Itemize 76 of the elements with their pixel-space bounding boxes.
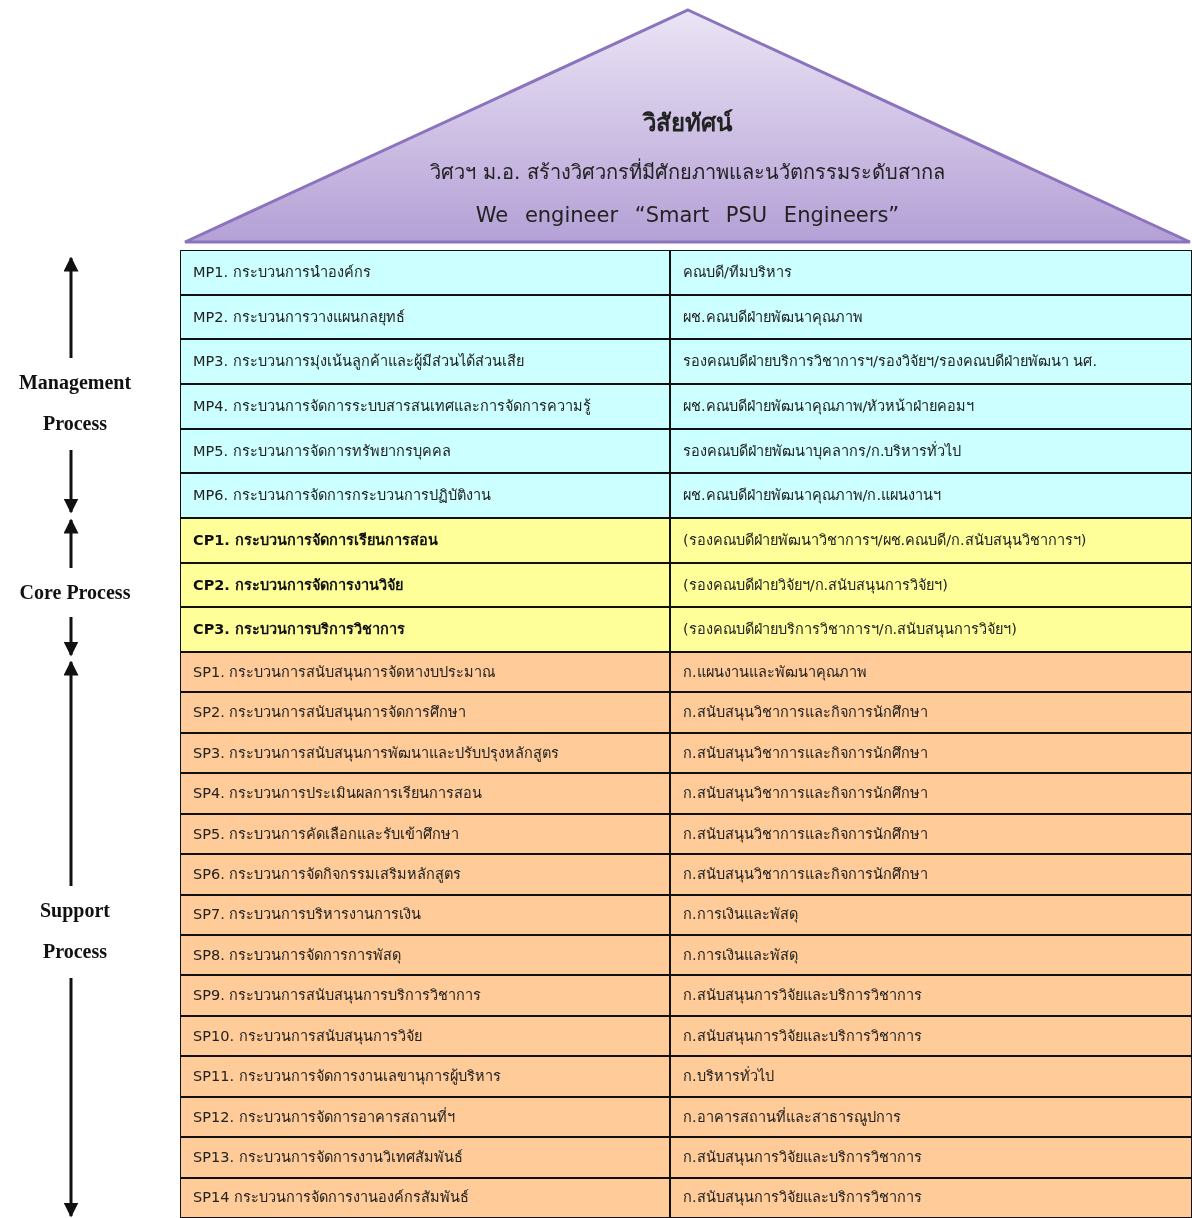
- vision-heading: วิสัยทัศน์: [641, 108, 734, 139]
- owner-cell: ก.สนับสนุนวิชาการและกิจการนักศึกษา: [670, 692, 1192, 733]
- table-row: [180, 975, 1192, 1016]
- process-group-label: Core Process: [18, 580, 132, 605]
- process-cell: SP7. กระบวนการบริหารงานการเงิน: [180, 894, 670, 935]
- process-cell: MP2. กระบวนการวางแผนกลยุทธ์: [180, 294, 670, 340]
- process-cell: CP3. กระบวนการบริการวิชาการ: [180, 607, 670, 652]
- owner-cell: ก.การเงินและพัสดุ: [670, 894, 1192, 935]
- table-row: [180, 607, 1192, 652]
- table-row: [180, 652, 1192, 693]
- process-cell: SP1. กระบวนการสนับสนุนการจัดหางบประมาณ: [180, 652, 670, 693]
- process-cell: MP5. กระบวนการจัดการทรัพยากรบุคคล: [180, 428, 670, 474]
- table-row: [180, 1137, 1192, 1178]
- process-cell: SP13. กระบวนการจัดการงานวิเทศสัมพันธ์: [180, 1137, 670, 1178]
- process-cell: SP4. กระบวนการประเมินผลการเรียนการสอน: [180, 773, 670, 814]
- process-cell: SP8. กระบวนการจัดการการพัสดุ: [180, 935, 670, 976]
- table-row: [180, 339, 1192, 384]
- process-cell: SP5. กระบวนการคัดเลือกและรับเข้าศึกษา: [180, 813, 670, 855]
- process-cell: MP6. กระบวนการจัดการกระบวนการปฏิบัติงาน: [180, 473, 670, 518]
- owner-cell: (รองคณบดีฝ่ายพัฒนาวิชาการฯ/ผช.คณบดี/ก.สนับสนุนวิชาการฯ): [670, 518, 1192, 563]
- owner-cell: ก.สนับสนุนวิชาการและกิจการนักศึกษา: [670, 732, 1192, 774]
- owner-cell: ก.การเงินและพัสดุ: [670, 935, 1192, 976]
- table-row: [180, 428, 1192, 474]
- owner-cell: ผช.คณบดีฝ่ายพัฒนาคุณภาพ: [670, 294, 1192, 340]
- owner-cell: (รองคณบดีฝ่ายบริการวิชาการฯ/ก.สนับสนุนการวิจัยฯ): [670, 607, 1192, 652]
- process-cell: SP14 กระบวนการจัดการงานองค์กรสัมพันธ์: [180, 1177, 670, 1218]
- vision-text: We engineer “Smart PSU Engineers”: [474, 203, 901, 227]
- table-row: [180, 1096, 1192, 1138]
- table-row: [180, 518, 1192, 563]
- owner-cell: ผช.คณบดีฝ่ายพัฒนาคุณภาพ/ก.แผนงานฯ: [670, 473, 1192, 518]
- owner-cell: ก.สนับสนุนการวิจัยและบริการวิชาการ: [670, 1137, 1192, 1178]
- owner-cell: (รองคณบดีฝ่ายวิจัยฯ/ก.สนับสนุนการวิจัยฯ): [670, 562, 1192, 608]
- process-cell: MP3. กระบวนการมุ่งเน้นลูกค้าและผู้มีส่วนได้ส่วนเสีย: [180, 339, 670, 384]
- table-row: [180, 250, 1192, 295]
- process-group-label: Support Process: [39, 898, 111, 964]
- table-row: [180, 1015, 1192, 1057]
- owner-cell: ก.สนับสนุนการวิจัยและบริการวิชาการ: [670, 975, 1192, 1016]
- table-row: [180, 854, 1192, 895]
- owner-cell: ก.สนับสนุนวิชาการและกิจการนักศึกษา: [670, 813, 1192, 855]
- owner-cell: ก.อาคารสถานที่และสาธารณูปการ: [670, 1096, 1192, 1138]
- process-cell: CP2. กระบวนการจัดการงานวิจัย: [180, 562, 670, 608]
- vision-text: วิศวฯ ม.อ. สร้างวิศวกรที่มีศักยภาพและนวัตกรรมระดับสากล: [429, 157, 946, 186]
- owner-cell: รองคณบดีฝ่ายพัฒนาบุคลากร/ก.บริหารทั่วไป: [670, 428, 1192, 474]
- table-row: [180, 692, 1192, 733]
- table-row: [180, 294, 1192, 340]
- owner-cell: ผช.คณบดีฝ่ายพัฒนาคุณภาพ/หัวหน้าฝ่ายคอมฯ: [670, 384, 1192, 429]
- owner-cell: ก.สนับสนุนวิชาการและกิจการนักศึกษา: [670, 854, 1192, 895]
- table-row: [180, 732, 1192, 774]
- owner-cell: ก.บริหารทั่วไป: [670, 1056, 1192, 1097]
- table-row: [180, 894, 1192, 935]
- process-cell: SP9. กระบวนการสนับสนุนการบริการวิชาการ: [180, 975, 670, 1016]
- process-cell: SP10. กระบวนการสนับสนุนการวิจัย: [180, 1015, 670, 1057]
- process-cell: SP2. กระบวนการสนับสนุนการจัดการศึกษา: [180, 692, 670, 733]
- process-cell: SP11. กระบวนการจัดการงานเลขานุการผู้บริหาร: [180, 1056, 670, 1097]
- owner-cell: ก.สนับสนุนการวิจัยและบริการวิชาการ: [670, 1177, 1192, 1218]
- owner-cell: รองคณบดีฝ่ายบริการวิชาการฯ/รองวิจัยฯ/รองคณบดีฝ่ายพัฒนา นศ.: [670, 339, 1192, 384]
- process-cell: MP1. กระบวนการนำองค์กร: [180, 250, 670, 295]
- owner-cell: ก.สนับสนุนวิชาการและกิจการนักศึกษา: [670, 773, 1192, 814]
- table-row: [180, 935, 1192, 976]
- roof-triangle: [183, 8, 1192, 246]
- table-row: [180, 384, 1192, 429]
- table-row: [180, 1177, 1192, 1218]
- process-cell: CP1. กระบวนการจัดการเรียนการสอน: [180, 518, 670, 563]
- owner-cell: ก.สนับสนุนการวิจัยและบริการวิชาการ: [670, 1015, 1192, 1057]
- owner-cell: ก.แผนงานและพัฒนาคุณภาพ: [670, 652, 1192, 693]
- table-row: [180, 773, 1192, 814]
- process-cell: SP3. กระบวนการสนับสนุนการพัฒนาและปรับปรุงหลักสูตร: [180, 732, 670, 774]
- table-row: [180, 562, 1192, 608]
- process-cell: MP4. กระบวนการจัดการระบบสารสนเทศและการจัดการความรู้: [180, 384, 670, 429]
- table-row: [180, 473, 1192, 518]
- process-cell: SP12. กระบวนการจัดการอาคารสถานที่ฯ: [180, 1096, 670, 1138]
- table-row: [180, 813, 1192, 855]
- owner-cell: คณบดี/ทีมบริหาร: [670, 250, 1192, 295]
- process-group-label: Management Process: [17, 370, 133, 436]
- process-cell: SP6. กระบวนการจัดกิจกรรมเสริมหลักสูตร: [180, 854, 670, 895]
- table-row: [180, 1056, 1192, 1097]
